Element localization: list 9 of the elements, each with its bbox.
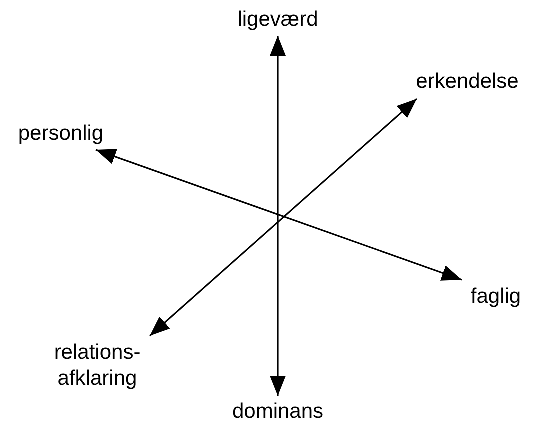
axis-label: ligeværd [238, 7, 318, 33]
axis-label: personlig [18, 121, 104, 147]
double-headed-arrow [270, 36, 286, 396]
double-headed-arrow [149, 98, 418, 337]
axis-label: dominans [232, 399, 324, 425]
axis-label: faglig [470, 284, 522, 310]
axis-label: relations- afklaring [53, 340, 142, 392]
axis-label: erkendelse [416, 69, 519, 95]
double-headed-arrow [96, 149, 462, 281]
